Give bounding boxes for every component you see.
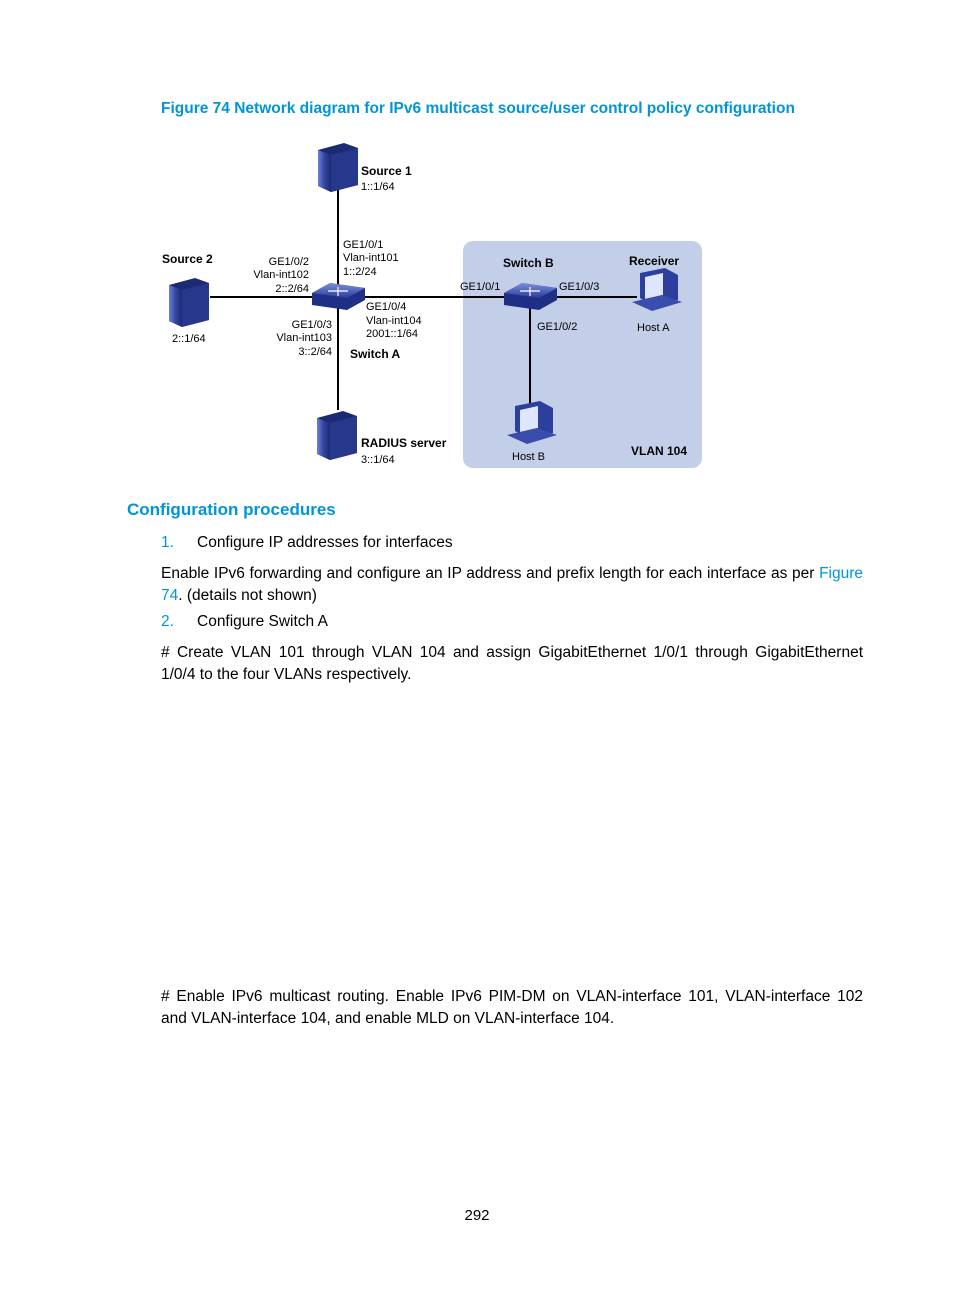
paragraph: # Create VLAN 101 through VLAN 104 and a…: [161, 644, 863, 683]
paragraph-text: . (details not shown): [178, 586, 317, 604]
paragraph: Enable IPv6 forwarding and configure an …: [161, 563, 863, 606]
switch-icon: [504, 283, 557, 310]
host-icon: [507, 401, 557, 444]
step-number: 2.: [161, 613, 174, 630]
links: [210, 188, 637, 410]
radius-address: 3::1/64: [361, 454, 395, 466]
radius-label: RADIUS server: [361, 436, 447, 450]
paragraph-text: Enable IPv6 forwarding and configure an …: [161, 565, 820, 582]
a-ge1-port: GE1/0/1: [343, 239, 383, 251]
server-icon: [318, 143, 358, 192]
section-title: Configuration procedures: [127, 500, 336, 519]
step-text: Configure IP addresses for interfaces: [197, 534, 453, 551]
step-number: 1.: [161, 534, 174, 551]
a-ge2-address: 2::2/64: [275, 283, 309, 295]
a-ge1-vlan: Vlan-int101: [343, 252, 399, 264]
a-ge2-port: GE1/0/2: [269, 256, 309, 268]
server-icon: [169, 278, 209, 327]
a-ge3-address: 3::2/64: [298, 346, 332, 358]
page-number: 292: [464, 1207, 490, 1224]
b-ge2-port: GE1/0/2: [537, 321, 577, 333]
switch-a-label: Switch A: [350, 347, 401, 361]
source2-label: Source 2: [162, 252, 213, 266]
vlan-label: VLAN 104: [631, 444, 687, 458]
source1-address: 1::1/64: [361, 181, 395, 193]
b-ge1-port: GE1/0/1: [460, 281, 500, 293]
figure-link[interactable]: Figure 74: [161, 565, 863, 604]
a-ge3-vlan: Vlan-int103: [276, 332, 332, 344]
host-a-label: Host A: [637, 322, 670, 334]
switch-icon: [312, 283, 365, 310]
network-diagram: Source 1 1::1/64 Source 2 2::1/64 GE1/0/…: [162, 143, 702, 468]
server-icon: [317, 411, 357, 460]
figure-title: Figure 74 Network diagram for IPv6 multi…: [161, 100, 795, 117]
a-ge4-vlan: Vlan-int104: [366, 315, 422, 327]
b-ge3-port: GE1/0/3: [559, 281, 599, 293]
a-ge2-vlan: Vlan-int102: [253, 269, 309, 281]
host-icon: [632, 268, 682, 311]
a-ge3-port: GE1/0/3: [292, 319, 332, 331]
paragraph: # Enable IPv6 multicast routing. Enable …: [161, 988, 863, 1027]
a-ge4-port: GE1/0/4: [366, 301, 406, 313]
source2-address: 2::1/64: [172, 333, 206, 345]
switch-b-label: Switch B: [503, 256, 554, 270]
source1-label: Source 1: [361, 164, 412, 178]
step-item: 1. Configure IP addresses for interfaces: [161, 534, 453, 552]
step-text: Configure Switch A: [197, 613, 328, 630]
a-ge4-address: 2001::1/64: [366, 328, 418, 340]
a-ge1-address: 1::2/24: [343, 266, 377, 278]
receiver-label: Receiver: [629, 254, 679, 268]
host-b-label: Host B: [512, 451, 545, 463]
step-item: 2. Configure Switch A: [161, 613, 328, 631]
